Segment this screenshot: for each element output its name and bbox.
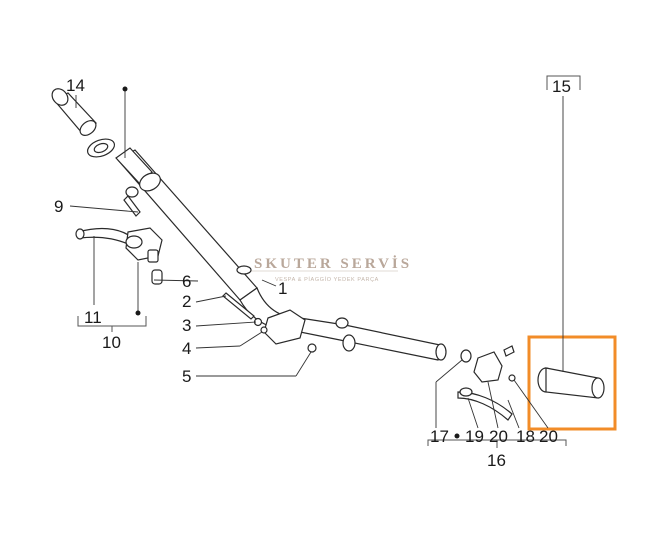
label-19: 19 [465,427,484,446]
brackets [77,75,581,448]
label-5: 5 [182,367,191,386]
master-cylinder-part-10[interactable] [125,227,163,263]
washer-part-4[interactable] [260,326,268,334]
right-grip-part-15[interactable] [537,367,605,399]
label-18: 18 [516,427,535,446]
leader-lines [69,86,564,439]
nut-part-5[interactable] [307,343,317,353]
label-20-right: 20 [539,427,558,446]
label-16: 16 [487,451,506,470]
throttle-tube [115,147,161,217]
label-9: 9 [54,197,63,216]
label-11: 11 [84,308,102,327]
label-20-left: 20 [489,427,508,446]
label-17: 17 [430,427,449,446]
watermark: SKUTER SERVİS VESPA & PİAGGİO YEDEK PARÇ… [250,255,412,283]
highlight-box [527,335,617,431]
label-14: 14 [66,76,85,95]
label-10: 10 [102,333,121,352]
label-3: 3 [182,316,191,335]
left-brake-lever-part-11[interactable] [75,227,131,245]
label-1: 1 [278,279,287,298]
left-grip-part-14[interactable] [49,86,99,139]
right-switch-assembly-part-16[interactable] [457,345,516,421]
label-6: 6 [182,272,191,291]
label-4: 4 [182,339,191,358]
label-15: 15 [552,77,571,96]
washer [86,138,116,158]
handlebar-part-1[interactable] [117,149,447,361]
pin-part-6[interactable] [151,269,163,285]
label-2: 2 [182,292,191,311]
watermark-subtitle: VESPA & PİAGGİO YEDEK PARÇA [275,276,379,283]
part-labels: 14 15 9 6 1 2 3 4 5 11 10 17 19 20 18 20… [54,76,571,470]
bolt-part-2[interactable] [222,292,255,320]
watermark-title: SKUTER SERVİS [254,255,412,272]
